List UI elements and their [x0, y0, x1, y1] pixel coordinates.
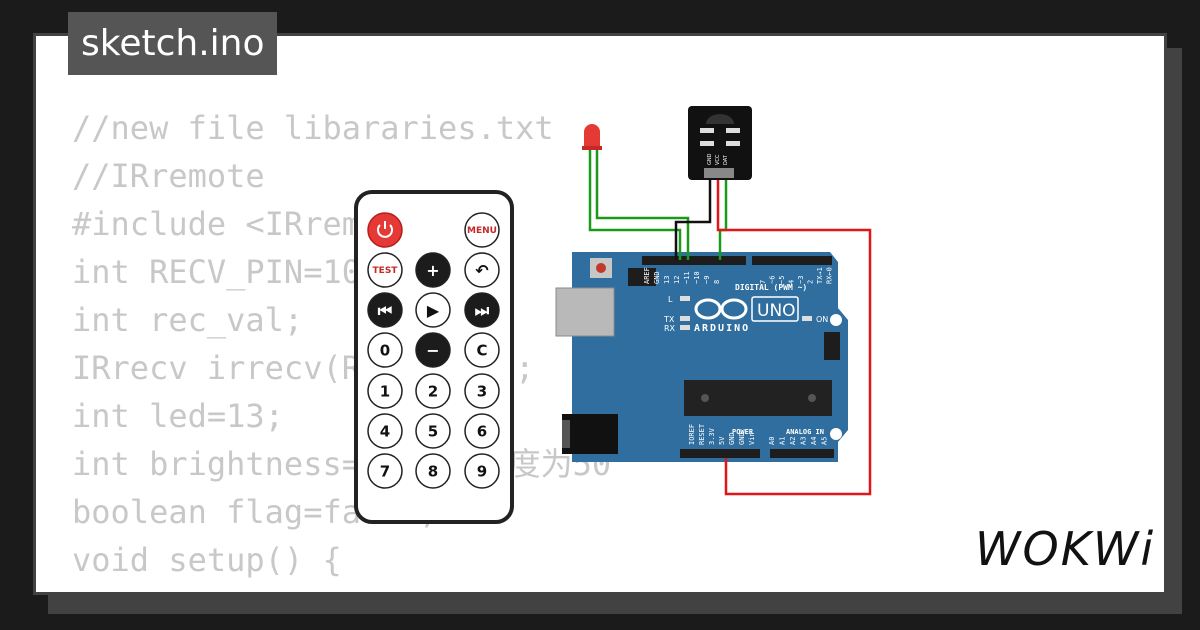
remote-button-next[interactable]: ⏭ — [464, 292, 500, 328]
led-rx-label: RX — [664, 324, 676, 333]
remote-button-back[interactable]: ↶ — [464, 252, 500, 288]
remote-button-3[interactable]: 3 — [464, 373, 500, 409]
remote-button-label: TEST — [373, 266, 399, 276]
bottom-pin-label: 5V — [718, 436, 726, 445]
remote-button-label: ↶ — [475, 261, 489, 280]
top-pin-label: ~6 — [769, 276, 777, 284]
remote-button-2[interactable]: 2 — [415, 373, 451, 409]
bottom-pin-label: Vin — [748, 432, 756, 445]
top-pin-label: 12 — [673, 276, 681, 284]
remote-button-label: + — [426, 261, 439, 280]
remote-button-label: ▶ — [427, 301, 440, 320]
remote-button-play[interactable]: ▶ — [415, 292, 451, 328]
top-pin-label: TX→1 — [816, 267, 824, 284]
remote-button-label: 2 — [428, 382, 438, 400]
remote-button-label: MENU — [467, 226, 497, 236]
top-pin-label: ~9 — [703, 276, 711, 284]
top-pin-label: ~10 — [693, 271, 701, 284]
power-jack — [562, 414, 618, 454]
ir-pin-label: VCC — [715, 154, 721, 165]
power-label: POWER — [732, 428, 754, 436]
remote-button-plus[interactable]: + — [415, 252, 451, 288]
arduino-brand: ARDUINO — [694, 323, 750, 334]
remote-button-7[interactable]: 7 — [367, 453, 403, 489]
code-line: //new file libararies.txt — [72, 109, 554, 147]
remote-button-label: − — [426, 341, 439, 360]
usb-port — [555, 287, 615, 337]
top-pin-label: 7 — [759, 280, 767, 284]
bottom-pin-label: A5 — [821, 437, 829, 445]
bottom-pin-label: A0 — [768, 437, 776, 445]
remote-button-1[interactable]: 1 — [367, 373, 403, 409]
top-pin-label: ~5 — [778, 276, 786, 284]
top-pin-label: GND — [653, 271, 661, 284]
remote-button-c[interactable]: C — [464, 332, 500, 368]
file-tab[interactable]: sketch.ino — [68, 12, 278, 75]
remote-button-label: 6 — [477, 422, 487, 440]
digital-label: DIGITAL (PWM ~) — [735, 283, 807, 292]
remote-button-menu[interactable]: MENU — [464, 212, 500, 248]
bottom-pin-label: RESET — [698, 423, 706, 445]
code-line: void setup() { — [72, 541, 342, 579]
remote-button-test[interactable]: TEST — [367, 252, 403, 288]
remote-button-0[interactable]: 0 — [367, 332, 403, 368]
uno-label: UNO — [757, 301, 796, 321]
remote-button-label: ⏭ — [475, 301, 490, 320]
bottom-pin-label: A3 — [800, 437, 808, 445]
code-line: //IRremote — [72, 157, 265, 195]
top-pin-label: ~11 — [683, 271, 691, 284]
code-line: int RECV_PIN=10; — [72, 253, 381, 291]
bottom-pin-label: GND — [728, 432, 736, 445]
remote-button-minus[interactable]: − — [415, 332, 451, 368]
remote-button-4[interactable]: 4 — [367, 413, 403, 449]
remote-button-label: 7 — [380, 462, 390, 480]
led-tx-label: TX — [663, 315, 675, 324]
top-pin-label: 4 — [788, 280, 796, 284]
remote-button-label: 4 — [380, 422, 390, 440]
remote-button-power[interactable] — [367, 212, 403, 248]
remote-button-8[interactable]: 8 — [415, 453, 451, 489]
led-on-label: ON — [816, 315, 828, 324]
remote-button-label: 1 — [380, 382, 390, 400]
led-l-label: L — [668, 295, 673, 304]
remote-button-5[interactable]: 5 — [415, 413, 451, 449]
ir-remote[interactable]: MENU TEST + ↶ ⏮ ▶ ⏭ 0 − C 1 2 3 4 5 6 7 8 9 — [354, 190, 514, 524]
bottom-pin-label: A2 — [789, 437, 797, 445]
ir-pin-label: GND — [707, 153, 713, 165]
remote-button-label: ⏮ — [378, 301, 392, 320]
remote-button-label: 5 — [428, 422, 438, 440]
arduino-uno-board[interactable]: L TX RX ON ARDUINO UNO DIGITAL (PWM ~) P… — [555, 252, 848, 462]
remote-button-label: C — [476, 341, 487, 359]
ir-pin-label: DAT — [723, 154, 729, 165]
remote-button-label: 0 — [380, 341, 390, 359]
analog-label: ANALOG IN — [786, 428, 824, 436]
top-pin-label: 2 — [807, 280, 815, 284]
top-pin-label: 8 — [713, 280, 721, 284]
wokwi-logo: WOKWi — [975, 522, 1156, 576]
remote-button-6[interactable]: 6 — [464, 413, 500, 449]
code-line: int rec_val; — [72, 301, 304, 339]
remote-button-label: 3 — [477, 382, 487, 400]
top-pin-label: 13 — [663, 276, 671, 284]
top-pin-label: AREF — [643, 267, 651, 284]
code-line: Serial.begin(9600); — [72, 584, 611, 592]
red-led[interactable] — [582, 124, 602, 150]
bottom-pin-label: A4 — [810, 437, 818, 445]
remote-button-9[interactable]: 9 — [464, 453, 500, 489]
bottom-pin-label: A1 — [779, 437, 787, 445]
remote-button-label: 8 — [428, 462, 438, 480]
bottom-pin-label: IOREF — [688, 424, 696, 445]
code-line: int led=13; — [72, 397, 284, 435]
bottom-pin-label: 3.3V — [708, 427, 716, 445]
wires — [588, 150, 872, 496]
remote-button-prev[interactable]: ⏮ — [367, 292, 403, 328]
bottom-pin-label: GND — [738, 432, 746, 445]
top-pin-label: ~3 — [797, 276, 805, 284]
remote-button-label: 9 — [477, 462, 487, 480]
top-pin-label: RX←0 — [826, 267, 834, 284]
